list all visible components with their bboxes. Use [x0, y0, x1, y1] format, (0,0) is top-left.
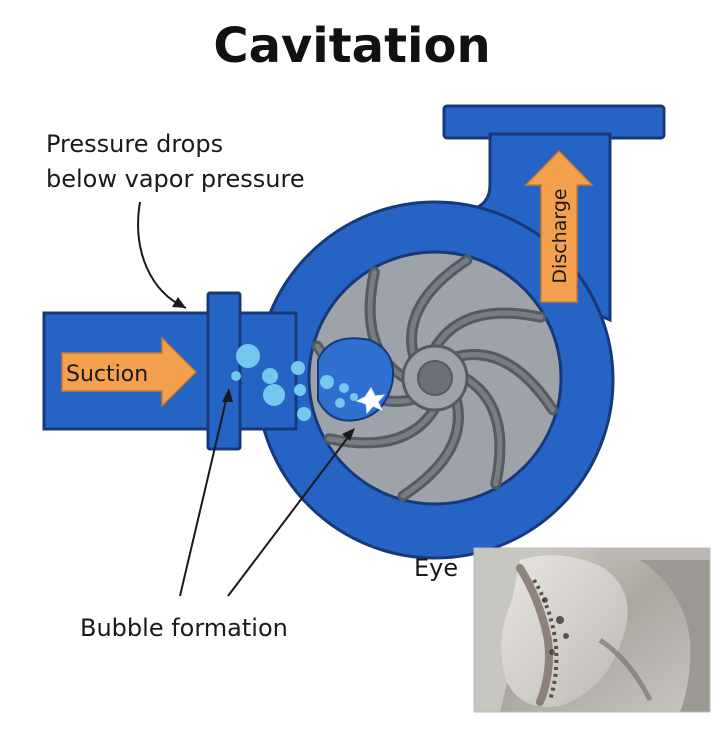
bubble: [236, 344, 260, 368]
impeller-blades: [311, 254, 559, 502]
impeller-blade-highlight: [453, 352, 556, 413]
arrow-up-icon: [524, 149, 594, 303]
impeller-blade-highlight: [409, 257, 470, 360]
eye-label: Eye: [414, 554, 458, 582]
bubble: [263, 384, 285, 406]
impeller-blade-highlight: [400, 396, 461, 499]
suction-bubbles: [231, 344, 311, 421]
impeller-hub: [417, 360, 453, 396]
damaged-impeller-blade-photo: [473, 547, 711, 713]
bubble: [320, 375, 334, 389]
bubble-leader-line-2: [227, 431, 353, 597]
bubble: [297, 407, 311, 421]
bubble: [231, 371, 241, 381]
bubble: [339, 383, 349, 393]
eye-bubbles: [320, 375, 358, 408]
suction-arrow: Suction: [61, 336, 198, 408]
impeller-blade-highlight: [367, 269, 408, 381]
bubble-formation-annotation: Bubble formation: [80, 388, 355, 642]
bubble: [350, 393, 358, 401]
arrow-right-icon: [61, 336, 198, 408]
bubble-leader-line-1: [179, 391, 229, 597]
bubble-leader-arrowhead-1: [222, 388, 233, 402]
page-title: Cavitation: [213, 18, 490, 74]
discharge-label: Discharge: [549, 188, 571, 283]
bubble: [291, 361, 305, 375]
bubble: [294, 384, 306, 396]
pressure-leader-arrowhead: [172, 297, 186, 308]
pressure-drop-annotation: Pressure drops below vapor pressure: [46, 130, 305, 309]
bubble: [335, 398, 345, 408]
discharge-arrow: Discharge: [524, 149, 594, 303]
pressure-leader-line: [137, 201, 187, 309]
pressure-label-line2: below vapor pressure: [46, 165, 305, 193]
pressure-label-line1: Pressure drops: [46, 130, 223, 158]
starburst-icon: [355, 387, 386, 415]
impeller-blade-highlight: [462, 375, 503, 487]
suction-flange: [206, 291, 242, 451]
suction-label: Suction: [66, 362, 148, 387]
bubble-formation-label: Bubble formation: [80, 614, 288, 642]
bubble-leader-arrowhead-2: [342, 428, 355, 441]
bubble: [262, 368, 278, 384]
impeller-blade-highlight: [432, 310, 544, 351]
